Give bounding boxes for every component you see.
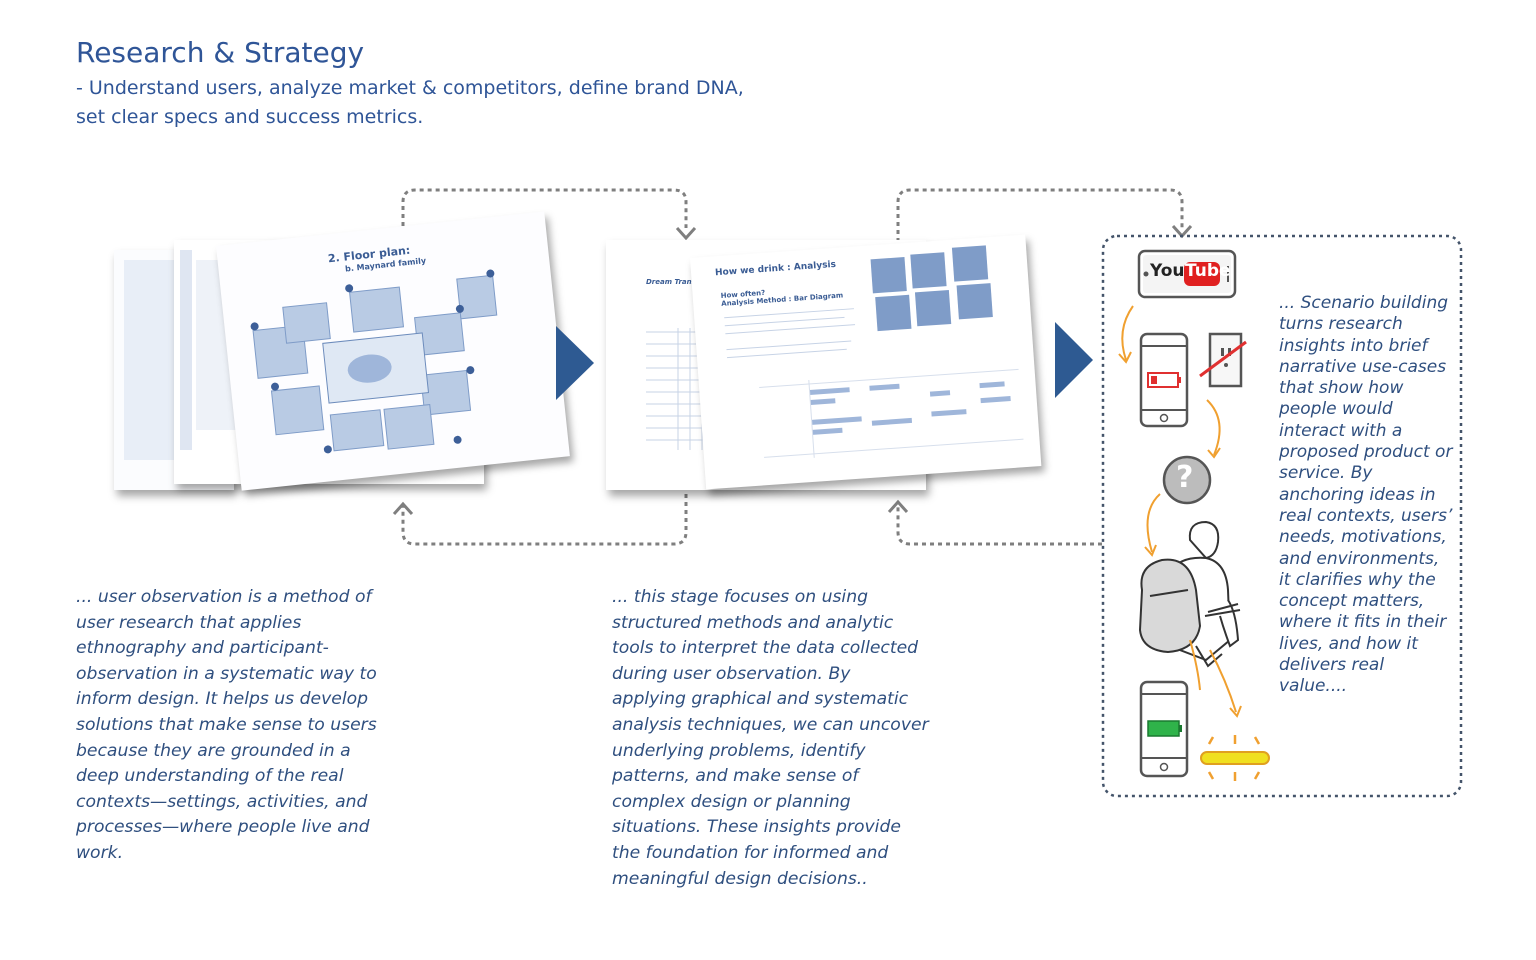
scenario-description-line: real contexts, users’ xyxy=(1279,505,1453,526)
analysis-description-line: applying graphical and systematic xyxy=(612,689,909,710)
flow-arrows xyxy=(1121,305,1237,713)
scenario-description-line: delivers real xyxy=(1279,655,1385,676)
youtube-logo-tube: Tube xyxy=(1185,261,1231,281)
subtitle-line-2: set clear specs and success metrics. xyxy=(76,106,424,128)
scenario-description-line: and environments, xyxy=(1279,548,1440,569)
right-arrow-icon xyxy=(556,326,594,400)
observation-description-line: observation in a systematic way to xyxy=(76,663,377,684)
analysis-description-line: the foundation for informed and xyxy=(612,842,889,863)
analysis-description: ... this stage focuses on using structure… xyxy=(612,585,929,892)
scenario-description-line: lives, and how it xyxy=(1279,633,1418,654)
floor-plan-document: 2. Floor plan: b. Maynard family xyxy=(216,211,570,491)
scenario-description-line: anchoring ideas in xyxy=(1279,484,1436,505)
observation-description: ... user observation is a method of user … xyxy=(76,585,377,867)
scenario-description-line: interact with a xyxy=(1279,420,1403,441)
analysis-description-line: ... this stage focuses on using xyxy=(612,587,869,607)
scenario-description-line: people would xyxy=(1279,399,1393,420)
analysis-description-line: complex design or planning xyxy=(612,791,851,812)
observation-description-line: processes—where people live and xyxy=(76,817,370,838)
scenario-description-line: where it fits in their xyxy=(1279,612,1447,633)
observation-description-line: deep understanding of the real xyxy=(76,766,344,787)
observation-description-line: work. xyxy=(76,842,124,863)
power-outlet-icon xyxy=(1199,332,1247,388)
scenario-description-line: needs, motivations, xyxy=(1279,527,1447,548)
analysis-description-line: meaningful design decisions.. xyxy=(612,868,868,889)
scenario-description-line: narrative use-cases xyxy=(1279,356,1447,377)
page-title: Research & Strategy xyxy=(76,36,365,69)
youtube-icon xyxy=(1137,249,1237,299)
youtube-logo-you: You xyxy=(1150,261,1185,281)
analysis-description-line: during user observation. By xyxy=(612,663,851,684)
analysis-description-line: situations. These insights provide xyxy=(612,817,901,838)
subtitle-line-1: - Understand users, analyze market & com… xyxy=(76,77,744,99)
observation-description-line: contexts—settings, activities, and xyxy=(76,791,368,812)
observation-description-line: user research that applies xyxy=(76,612,302,633)
transition-heading: Dream Transiti xyxy=(646,278,704,286)
analysis-description-line: tools to interpret the data collected xyxy=(612,638,919,659)
analysis-description-line: structured methods and analytic xyxy=(612,612,894,633)
scenario-description-line: ... Scenario building xyxy=(1279,293,1449,313)
observation-description-line: solutions that make sense to users xyxy=(76,714,377,735)
right-arrow-icon xyxy=(1055,322,1093,398)
scenario-description-line: it clarifies why the xyxy=(1279,569,1436,590)
scenario-description-line: value.... xyxy=(1279,676,1348,697)
scenario-description-line: proposed product or xyxy=(1279,442,1453,463)
phone-low-battery-icon xyxy=(1139,332,1189,428)
person-backpack-icon xyxy=(1138,520,1241,668)
analysis-description-line: underlying problems, identify xyxy=(612,740,866,761)
scenario-description-line: service. By xyxy=(1279,463,1373,484)
question-icon xyxy=(1162,455,1212,505)
scenario-description-line: concept matters, xyxy=(1279,591,1425,612)
observation-description-line: ethnography and participant- xyxy=(76,638,329,659)
analysis-description-line: patterns, and make sense of xyxy=(612,766,859,787)
scenario-description-line: turns research xyxy=(1279,314,1403,335)
observation-description-line: ... user observation is a method of xyxy=(76,587,372,607)
light-bar-icon xyxy=(1200,735,1270,781)
scenario-description-line: that show how xyxy=(1279,378,1404,399)
phone-full-battery-icon xyxy=(1139,680,1189,778)
analysis-description-line: analysis techniques, we can uncover xyxy=(612,714,929,735)
scenario-description-line: insights into brief xyxy=(1279,335,1428,356)
question-mark: ? xyxy=(1176,460,1194,495)
observation-description-line: inform design. It helps us develop xyxy=(76,689,369,710)
observation-description-line: because they are grounded in a xyxy=(76,740,351,761)
bar-diagram-document: How we drink : Analysis How often? Analy… xyxy=(690,234,1042,490)
